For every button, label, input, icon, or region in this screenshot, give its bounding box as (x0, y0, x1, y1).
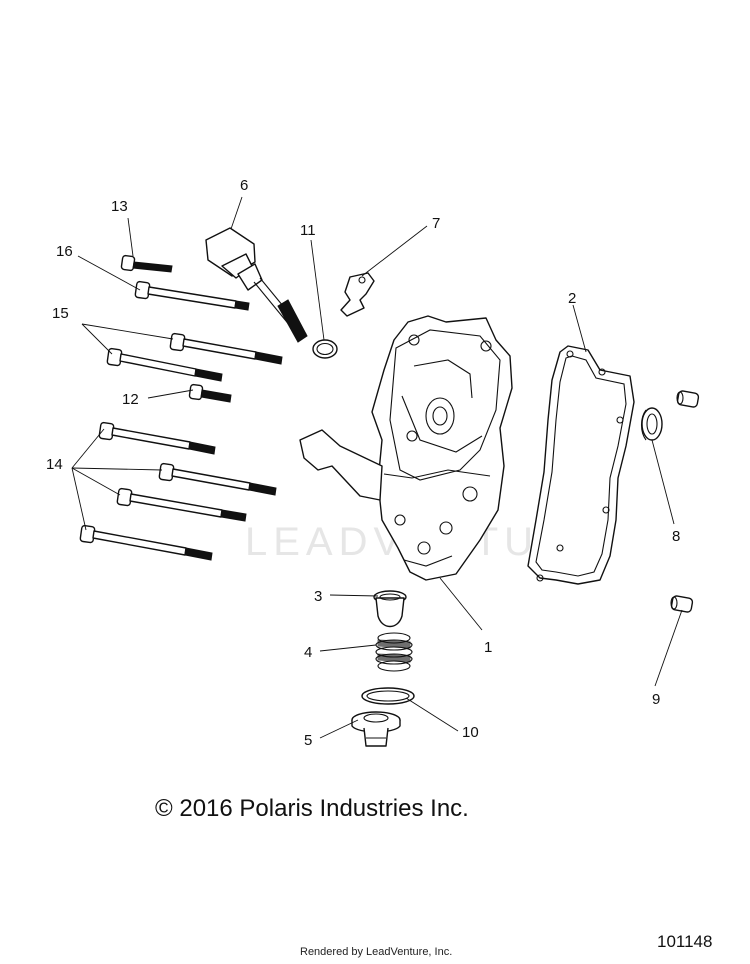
plug-5 (351, 711, 401, 747)
callout-1: 1 (484, 639, 492, 656)
bolt-12 (188, 383, 232, 403)
oring-10 (361, 687, 415, 705)
callout-8: 8 (672, 528, 680, 545)
dowel-9 (670, 595, 694, 613)
bolt-16 (134, 280, 250, 311)
cover-1 (299, 315, 513, 581)
seal-8 (640, 407, 663, 441)
leader-lines (71, 196, 683, 739)
copyright-notice: © 2016 Polaris Industries Inc. (155, 795, 469, 822)
callout-2: 2 (568, 290, 576, 307)
callout-7: 7 (432, 215, 440, 232)
bolt-14-a (98, 421, 216, 455)
bolt-15-lower (106, 347, 223, 382)
dowel-upper (676, 390, 700, 408)
callout-4: 4 (304, 644, 312, 661)
callout-3: 3 (314, 588, 322, 605)
bolt-14-b (158, 462, 277, 496)
oring-11 (312, 339, 338, 359)
plunger-3 (373, 590, 407, 628)
dipstick-6 (205, 227, 308, 343)
callout-9: 9 (652, 691, 660, 708)
callout-11: 11 (300, 222, 316, 239)
rendered-by-credit: Rendered by LeadVenture, Inc. (300, 946, 453, 958)
bolt-15-upper (169, 332, 283, 365)
drawing-number: 101148 (657, 932, 713, 951)
callout-15: 15 (52, 305, 69, 322)
callout-14: 14 (46, 456, 63, 473)
callout-labels: 1 2 3 4 5 6 7 8 9 10 11 12 13 14 15 16 (46, 177, 680, 749)
callout-16: 16 (56, 243, 73, 260)
callout-5: 5 (304, 732, 312, 749)
callout-6: 6 (240, 177, 248, 194)
gasket-2 (527, 345, 635, 585)
bolt-14-d (79, 524, 213, 561)
callout-10: 10 (462, 724, 479, 741)
callout-12: 12 (122, 391, 139, 408)
bolt-13 (120, 254, 173, 273)
callout-13: 13 (111, 198, 128, 215)
spring-4 (375, 632, 413, 672)
clip-7 (340, 272, 375, 317)
bolt-14-c (116, 487, 247, 522)
